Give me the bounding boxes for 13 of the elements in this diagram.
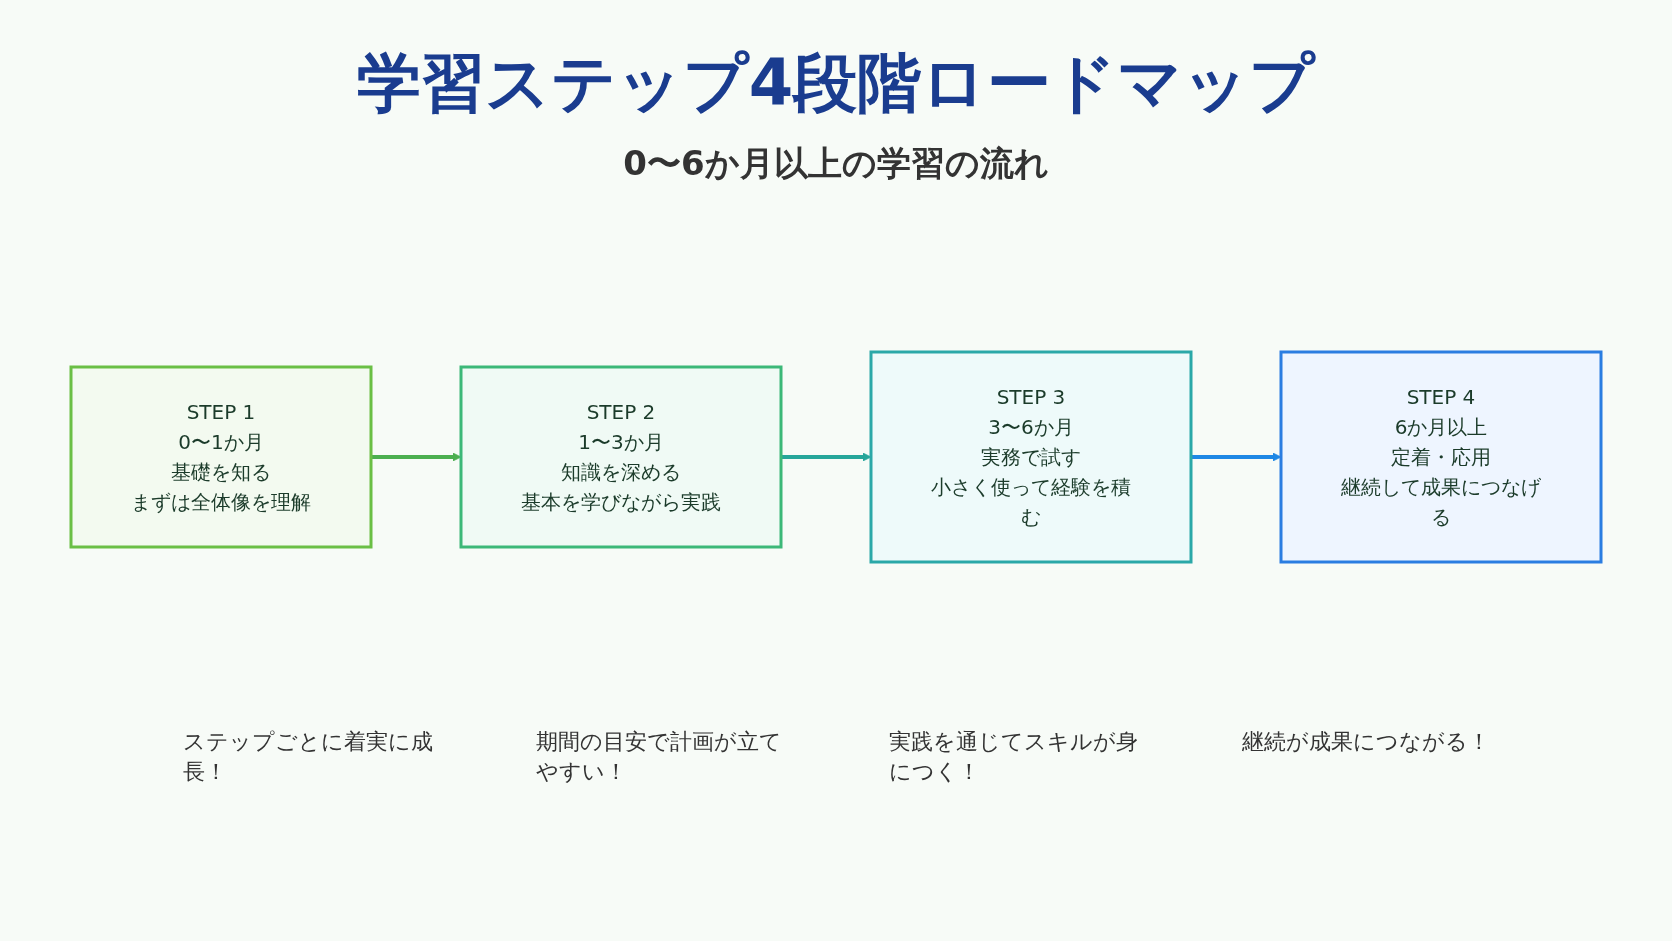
benefit-note: 継続が成果につながる！	[1241, 728, 1490, 756]
node-box: STEP 2 1〜3か月 知識を深める 基本を学びながら実践	[459, 365, 783, 549]
arrow	[371, 452, 462, 462]
arrow	[1191, 452, 1282, 462]
node-box: STEP 3 3〜6か月 実務で試す 小さく使って経験を積む	[869, 350, 1193, 564]
subtitle: 0〜6か月以上の学習の流れ	[622, 142, 1050, 185]
arrow	[781, 452, 872, 462]
benefit-note: ステップごとに着実に成長！	[182, 728, 434, 786]
node-box: STEP 4 6か月以上 定着・応用 継続して成果につなげる	[1279, 350, 1603, 564]
title: 学習ステップ4段階ロードマップ	[355, 45, 1317, 122]
node-box: STEP 1 0〜1か月 基礎を知る まずは全体像を理解	[69, 365, 373, 549]
benefit-note: 期間の目安で計画が立てやすい！	[535, 728, 783, 786]
benefit-note: 実践を通じてスキルが身につく！	[888, 728, 1139, 786]
